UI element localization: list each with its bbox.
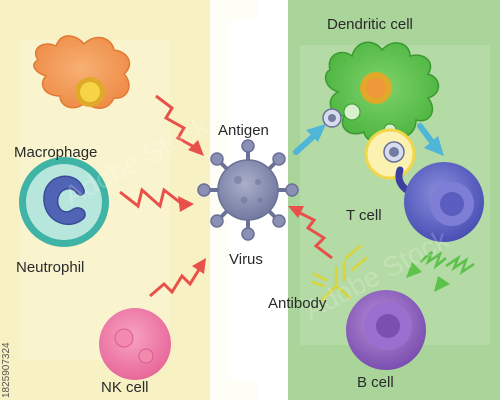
nk-cell-granule-1 <box>114 328 134 348</box>
nk-cell <box>99 308 171 380</box>
t-cell <box>395 162 484 242</box>
label-antibody: Antibody <box>268 295 327 312</box>
presentation-arrow-antigen <box>293 124 326 155</box>
label-macrophage: Macrophage <box>14 144 98 161</box>
antigen-fragment <box>322 108 342 128</box>
neutrophil-cell <box>19 157 109 247</box>
label-t-cell: T cell <box>346 207 382 224</box>
attack-arrow-nk-cell <box>149 258 206 298</box>
attack-arrow-macrophage <box>155 94 204 156</box>
b-cell <box>346 290 426 370</box>
signal-arrow-1 <box>406 250 447 278</box>
label-nk-cell: NK cell <box>101 379 149 396</box>
signal-arrow-2 <box>434 254 475 292</box>
watermark-id: 1825907324 <box>1 342 12 398</box>
attack-arrow-t-cell <box>288 206 333 260</box>
antibody-icon <box>310 244 368 302</box>
neutrophil-nucleus <box>43 175 86 226</box>
virus-particle <box>197 139 299 241</box>
label-virus: Virus <box>229 251 263 268</box>
helper-cell-contact <box>364 128 416 180</box>
nk-cell-granule-2 <box>138 348 154 364</box>
label-antigen: Antigen <box>218 122 269 139</box>
label-neutrophil: Neutrophil <box>16 259 85 276</box>
dendritic-cell <box>324 41 440 143</box>
attack-arrow-neutrophil <box>119 187 194 212</box>
label-b-cell: B cell <box>357 374 394 391</box>
label-dendritic-cell: Dendritic cell <box>327 16 413 33</box>
presentation-arrow-t-cell <box>417 123 444 156</box>
macrophage-cell <box>33 35 131 109</box>
